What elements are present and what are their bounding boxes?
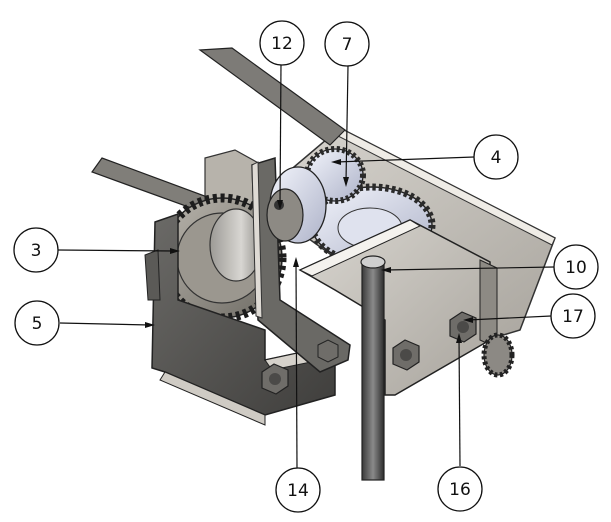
pinion-hub xyxy=(266,166,327,244)
small-gear xyxy=(481,332,515,378)
callout-label-17: 17 xyxy=(562,307,584,327)
bolt-lower xyxy=(317,339,339,363)
callout-5: 5 xyxy=(14,300,60,346)
leader-12 xyxy=(279,63,282,206)
callout-label-3: 3 xyxy=(31,241,42,261)
vertical-rod xyxy=(360,255,386,481)
leader-3 xyxy=(57,249,176,252)
callout-label-14: 14 xyxy=(287,481,309,501)
callout-12: 12 xyxy=(259,20,305,66)
leader-16 xyxy=(458,337,461,467)
callout-14: 14 xyxy=(275,467,321,513)
leader-14 xyxy=(295,261,298,469)
leader-4 xyxy=(335,156,475,163)
callout-label-12: 12 xyxy=(271,34,293,54)
callout-label-5: 5 xyxy=(32,314,43,334)
leader-5 xyxy=(59,322,151,326)
callout-label-4: 4 xyxy=(491,148,502,168)
callout-4: 4 xyxy=(473,134,519,180)
bolt-mid xyxy=(392,339,420,371)
callout-17: 17 xyxy=(550,293,596,339)
leader-7 xyxy=(345,65,349,183)
right-bracket xyxy=(298,219,498,396)
leader-10 xyxy=(385,266,555,271)
callout-16: 16 xyxy=(437,466,483,512)
callout-3: 3 xyxy=(13,227,59,273)
upper-strap xyxy=(198,47,346,146)
callout-label-7: 7 xyxy=(342,35,353,55)
bolt-left xyxy=(261,363,289,395)
callout-7: 7 xyxy=(324,21,370,67)
callout-label-16: 16 xyxy=(449,480,471,500)
callout-label-10: 10 xyxy=(565,258,587,278)
leader-17 xyxy=(467,315,552,321)
callout-10: 10 xyxy=(553,244,599,290)
